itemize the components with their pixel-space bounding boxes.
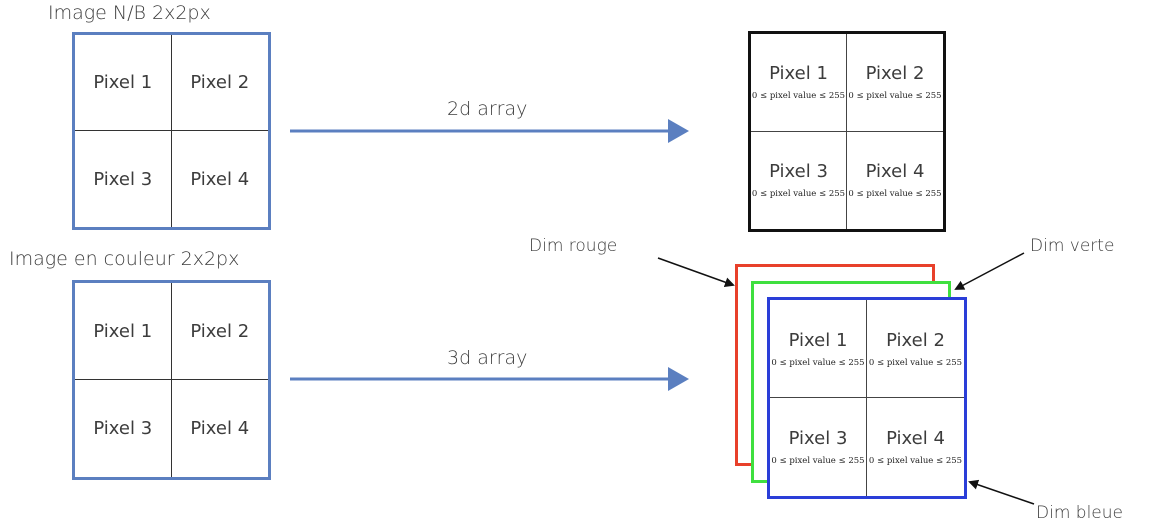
array-2d-cell: Pixel 4 0 ≤ pixel value ≤ 255 [847, 131, 943, 229]
dim-green-pointer-icon [954, 252, 1025, 290]
pixel-label: Pixel 3 [93, 168, 153, 190]
pixel-range: 0 ≤ pixel value ≤ 255 [868, 357, 963, 368]
array-3d-cell: Pixel 3 0 ≤ pixel value ≤ 255 [770, 398, 867, 496]
pixel-range: 0 ≤ pixel value ≤ 255 [868, 456, 963, 466]
array-3d-cell: Pixel 1 0 ≤ pixel value ≤ 255 [770, 300, 867, 398]
dim-blue-label: Dim bleue [1036, 503, 1123, 523]
pixel-label: Pixel 2 [865, 63, 925, 85]
pixel-label: Pixel 4 [190, 418, 250, 439]
pixel-range: 0 ≤ pixel value ≤ 255 [771, 357, 865, 368]
color-image-grid: Pixel 1 Pixel 2 Pixel 3 Pixel 4 [72, 280, 271, 480]
pixel-range: 0 ≤ pixel value ≤ 255 [751, 189, 846, 200]
pixel-label: Pixel 4 [886, 428, 945, 449]
dim-blue-pointer-icon [968, 479, 1035, 505]
pixel-range: 0 ≤ pixel value ≤ 255 [848, 91, 942, 102]
color-image-title: Image en couleur 2x2px [9, 248, 240, 270]
array-3d-cell: Pixel 2 0 ≤ pixel value ≤ 255 [867, 300, 964, 398]
pixel-label: Pixel 1 [788, 329, 848, 351]
arrow-label-3d: 3d array [447, 347, 528, 369]
pixel-label: Pixel 4 [865, 161, 925, 183]
pixel-label: Pixel 1 [93, 72, 153, 93]
pixel-range: 0 ≤ pixel value ≤ 255 [848, 189, 942, 200]
array-2d-cell: Pixel 2 0 ≤ pixel value ≤ 255 [847, 34, 943, 132]
pixel-label: Pixel 2 [886, 329, 945, 351]
bw-image-title: Image N/B 2x2px [48, 2, 211, 24]
bw-pixel-cell: Pixel 3 [75, 131, 172, 227]
array-2d-cell: Pixel 3 0 ≤ pixel value ≤ 255 [751, 131, 847, 229]
array-2d-grid: Pixel 1 0 ≤ pixel value ≤ 255 Pixel 2 0 … [748, 31, 946, 232]
pixel-label: Pixel 1 [769, 63, 828, 85]
bw-pixel-cell: Pixel 4 [171, 131, 268, 227]
dim-red-label: Dim rouge [529, 236, 618, 256]
pixel-label: Pixel 4 [190, 168, 250, 190]
color-pixel-cell: Pixel 2 [171, 283, 268, 380]
dim-red-pointer-icon [657, 257, 735, 287]
pixel-label: Pixel 3 [93, 418, 153, 439]
color-pixel-cell: Pixel 4 [171, 380, 268, 477]
array-3d-cell: Pixel 4 0 ≤ pixel value ≤ 255 [867, 398, 964, 496]
dim-green-label: Dim verte [1030, 236, 1115, 256]
blue-channel-grid: Pixel 1 0 ≤ pixel value ≤ 255 Pixel 2 0 … [767, 297, 967, 499]
color-pixel-cell: Pixel 1 [75, 283, 172, 380]
pixel-label: Pixel 3 [788, 428, 848, 449]
color-pixel-cell: Pixel 3 [75, 380, 172, 477]
pixel-range: 0 ≤ pixel value ≤ 255 [771, 456, 865, 466]
bw-image-grid: Pixel 1 Pixel 2 Pixel 3 Pixel 4 [72, 32, 271, 230]
pixel-label: Pixel 2 [190, 320, 250, 342]
pixel-range: 0 ≤ pixel value ≤ 255 [751, 91, 846, 102]
pixel-label: Pixel 1 [93, 320, 153, 342]
pixel-label: Pixel 2 [190, 72, 250, 93]
pixel-label: Pixel 3 [769, 161, 828, 183]
arrow-label-2d: 2d array [447, 98, 528, 120]
bw-pixel-cell: Pixel 1 [75, 35, 172, 131]
array-2d-cell: Pixel 1 0 ≤ pixel value ≤ 255 [751, 34, 847, 132]
bw-pixel-cell: Pixel 2 [171, 35, 268, 131]
